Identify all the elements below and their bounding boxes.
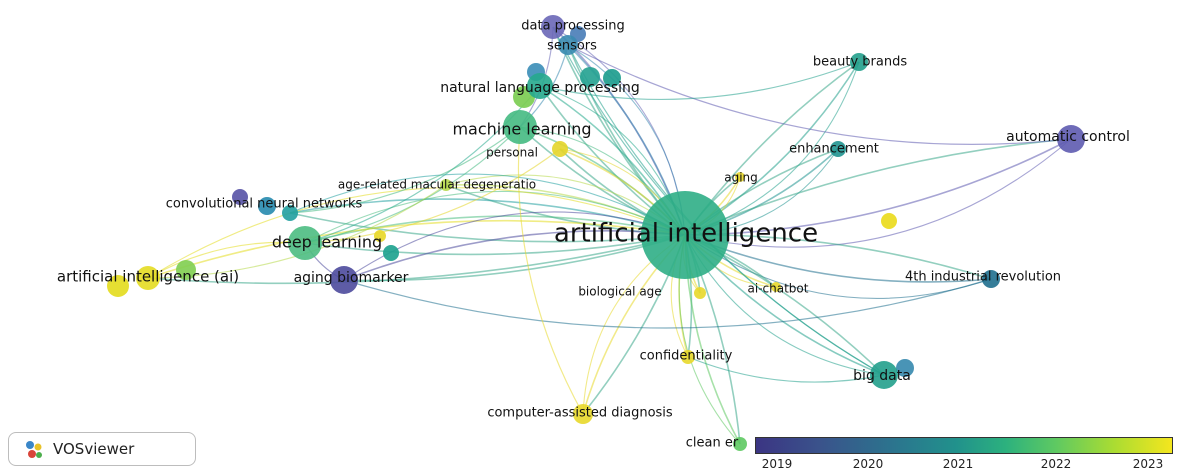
keyword-node-sensors[interactable]	[558, 35, 578, 55]
keyword-node-deep-learning[interactable]	[288, 226, 322, 260]
keyword-label-artificial-intelligence[interactable]: artificial intelligence	[554, 219, 818, 249]
keyword-node-age-related-macular[interactable]	[440, 179, 452, 191]
link-line	[289, 126, 521, 214]
keyword-label-enhancement[interactable]: enhancement	[789, 142, 879, 157]
link-line	[687, 356, 885, 383]
link-line	[684, 138, 1072, 236]
link-line	[343, 278, 992, 329]
keyword-label-sensors[interactable]: sensors	[547, 39, 597, 54]
keyword-label-aging[interactable]: aging	[724, 171, 758, 185]
keyword-node-automatic-control[interactable]	[1057, 125, 1085, 153]
node-layer	[107, 15, 1085, 451]
keyword-node-confidentiality[interactable]	[681, 350, 695, 364]
scale-tick: 2020	[852, 457, 884, 471]
cluster-node[interactable]	[232, 189, 248, 205]
keyword-label-convolutional-neural-networks[interactable]: convolutional neural networks	[166, 197, 363, 212]
vosviewer-badge: VOSviewer	[8, 432, 196, 466]
keyword-label-age-related-macular[interactable]: age-related macular degeneratio	[338, 178, 536, 192]
keyword-label-beauty-brands[interactable]: beauty brands	[813, 55, 907, 70]
keyword-label-machine-learning[interactable]: machine learning	[452, 120, 591, 139]
keyword-node-aging[interactable]	[735, 172, 745, 182]
keyword-node-personal[interactable]	[552, 141, 568, 157]
keyword-label-fourth-industrial-revolution[interactable]: 4th industrial revolution	[905, 270, 1061, 285]
app-name: VOSviewer	[53, 440, 135, 458]
link-line	[147, 234, 686, 285]
keyword-node-machine-learning[interactable]	[503, 110, 537, 144]
keyword-label-confidentiality[interactable]: confidentiality	[640, 349, 733, 364]
label-layer: artificial intelligence data processing se…	[57, 19, 1130, 451]
link-line	[684, 138, 1072, 236]
keyword-node-enhancement[interactable]	[830, 141, 846, 157]
link-line	[517, 126, 584, 415]
keyword-node-computer-assisted-diagnosis[interactable]	[573, 404, 593, 424]
keyword-label-data-processing[interactable]: data processing	[521, 19, 624, 34]
keyword-node-artificial-intelligence[interactable]	[641, 191, 729, 279]
keyword-node-fourth-industrial-revolution[interactable]	[982, 270, 1000, 288]
keyword-label-personal[interactable]: personal	[486, 146, 538, 160]
keyword-node-natural-language-processing[interactable]	[527, 73, 553, 99]
keyword-label-clean-energy[interactable]: clean er	[686, 436, 739, 451]
link-line	[289, 212, 686, 243]
link-line	[304, 85, 541, 244]
cluster-node[interactable]	[580, 67, 600, 87]
link-line	[567, 44, 1072, 145]
scale-tick: 2023	[1132, 457, 1164, 471]
keyword-node-big-data[interactable]	[870, 361, 898, 389]
keyword-node-convolutional-neural-networks[interactable]	[282, 205, 298, 221]
keyword-node-aging-biomarker[interactable]	[330, 266, 358, 294]
keyword-label-ai-chatbot[interactable]: ai-chatbot	[748, 282, 809, 296]
link-line	[147, 187, 686, 279]
link-line	[343, 230, 686, 281]
keyword-label-natural-language-processing[interactable]: natural language processing	[440, 80, 640, 96]
cluster-node[interactable]	[896, 359, 914, 377]
scale-tick: 2022	[1040, 457, 1072, 471]
link-line	[304, 190, 686, 244]
link-line	[289, 198, 686, 236]
keyword-node-beauty-brands[interactable]	[850, 53, 868, 71]
scale-tick: 2021	[942, 457, 974, 471]
scale-tick: 2019	[761, 457, 793, 471]
keyword-label-biological-age[interactable]: biological age	[578, 285, 661, 299]
keyword-label-deep-learning[interactable]: deep learning	[272, 233, 382, 252]
link-line	[539, 61, 860, 101]
keyword-label-artificial-intelligence-ai[interactable]: artificial intelligence (ai)	[57, 268, 239, 286]
keyword-node-clean-energy[interactable]	[733, 437, 747, 451]
keyword-node-biological-age[interactable]	[694, 287, 706, 299]
vosviewer-logo-icon	[26, 441, 42, 458]
keyword-node-ai-chatbot[interactable]	[771, 282, 781, 292]
keyword-node-data-processing[interactable]	[541, 15, 565, 39]
keyword-label-big-data[interactable]: big data	[853, 368, 911, 384]
keyword-label-aging-biomarker[interactable]: aging biomarker	[294, 270, 409, 286]
link-line	[304, 148, 561, 244]
link-line	[684, 138, 1072, 248]
cluster-node[interactable]	[258, 197, 276, 215]
keyword-node-artificial-intelligence-ai[interactable]	[136, 266, 160, 290]
cluster-node[interactable]	[881, 213, 897, 229]
keyword-label-computer-assisted-diagnosis[interactable]: computer-assisted diagnosis	[487, 406, 673, 421]
cluster-node[interactable]	[107, 275, 129, 297]
link-line	[343, 234, 686, 282]
link-line	[304, 234, 686, 256]
keyword-label-automatic-control[interactable]: automatic control	[1006, 129, 1130, 145]
cluster-node[interactable]	[176, 260, 196, 280]
color-scale-bar	[755, 437, 1173, 454]
link-line	[304, 215, 686, 244]
cluster-node[interactable]	[383, 245, 399, 261]
year-color-scale: 2019 2020 2021 2022 2023	[740, 428, 1178, 471]
link-line	[147, 241, 306, 279]
link-line	[289, 173, 686, 236]
cluster-node[interactable]	[374, 230, 386, 242]
cluster-node[interactable]	[603, 69, 621, 87]
